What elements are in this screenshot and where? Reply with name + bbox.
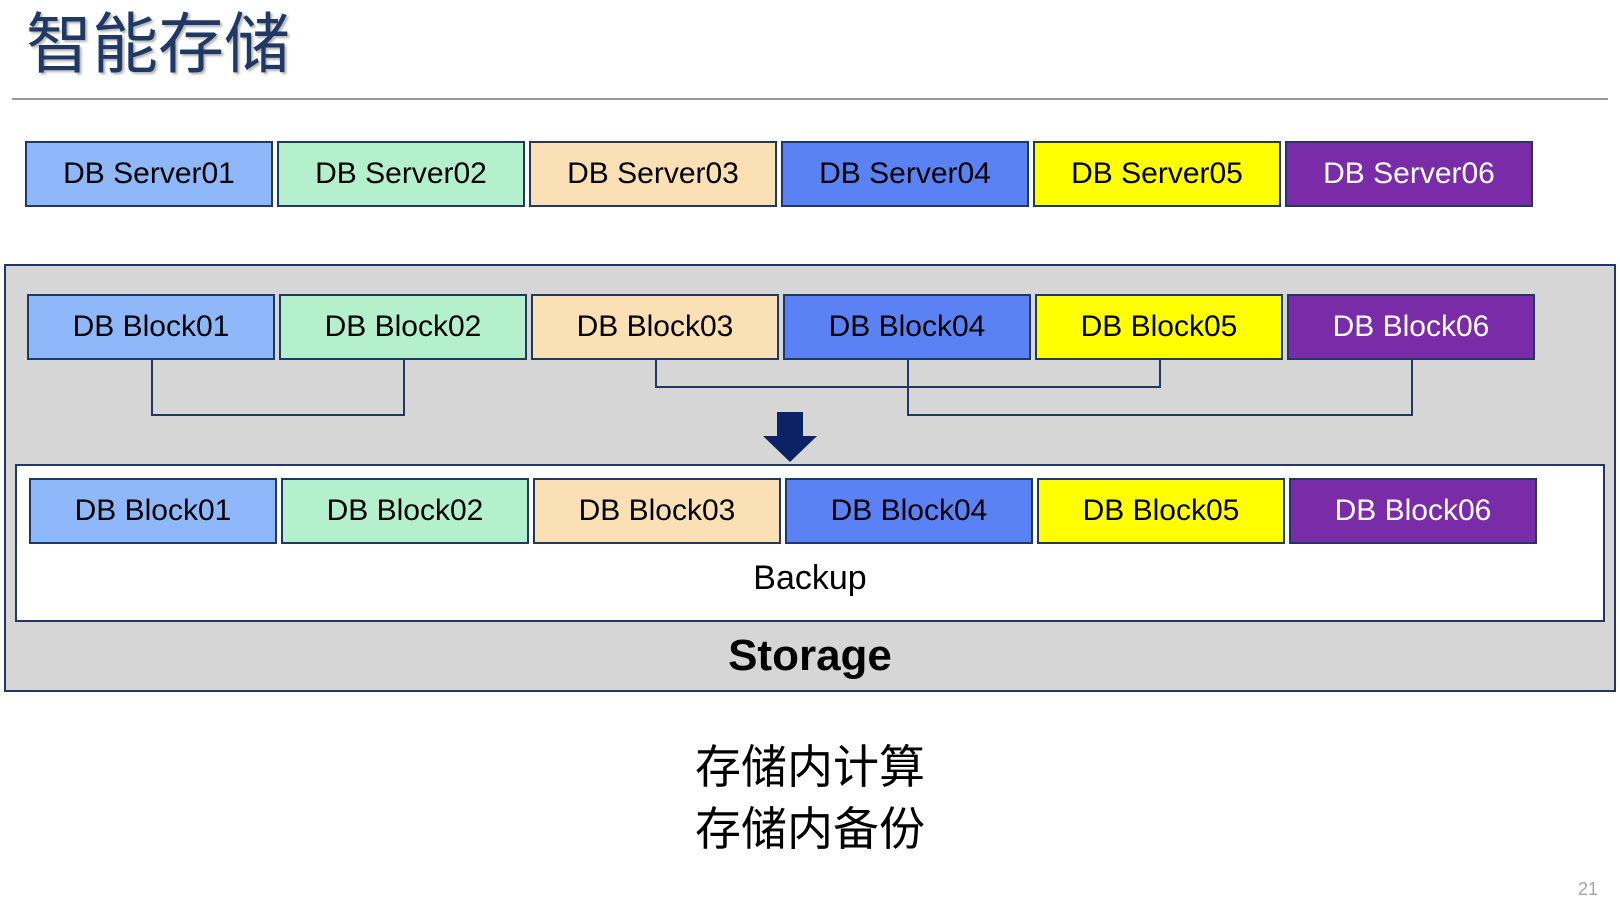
db-block-box-label: DB Block05 [1080, 310, 1238, 343]
backup-block-box-label: DB Block04 [830, 494, 988, 527]
backup-block-box-4: DB Block04 [785, 478, 1033, 544]
connector-2-leg-right [1159, 360, 1161, 386]
backup-block-box-3: DB Block03 [533, 478, 781, 544]
db-block-box-4: DB Block04 [783, 294, 1031, 360]
backup-panel: DB Block01 DB Block02 DB Block03 DB Block04… [15, 464, 1605, 622]
db-block-box-3: DB Block03 [531, 294, 779, 360]
arrow-shaft [777, 412, 803, 438]
backup-block-box-label: DB Block03 [578, 494, 736, 527]
caption-line-2: 存储内备份 [695, 803, 925, 855]
arrow-head [763, 436, 817, 462]
backup-block-box-6: DB Block06 [1289, 478, 1537, 544]
db-block-box-label: DB Block04 [828, 310, 986, 343]
db-block-box-6: DB Block06 [1287, 294, 1535, 360]
db-block-box-2: DB Block02 [279, 294, 527, 360]
caption-line-1: 存储内计算 [695, 741, 925, 793]
connector-2-leg-left [655, 360, 657, 386]
backup-block-box-label: DB Block06 [1334, 494, 1492, 527]
db-server-box-4: DB Server04 [781, 141, 1029, 207]
connector-3-bridge [907, 414, 1413, 416]
db-server-box-1: DB Server01 [25, 141, 273, 207]
db-server-box-label: DB Server05 [1071, 157, 1243, 190]
backup-db-block-row: DB Block01 DB Block02 DB Block03 DB Block04… [17, 478, 1603, 544]
db-server-box-label: DB Server06 [1323, 157, 1495, 190]
page-title: 智能存储 [26, 7, 290, 81]
db-server-box-label: DB Server01 [63, 157, 235, 190]
connector-3-leg-right [1411, 360, 1413, 414]
storage-label: Storage [728, 631, 892, 680]
backup-label: Backup [753, 559, 867, 597]
db-block-box-label: DB Block03 [576, 310, 734, 343]
db-server-box-label: DB Server02 [315, 157, 487, 190]
db-server-row: DB Server01 DB Server02 DB Server03 DB Serv… [0, 141, 1620, 207]
live-db-block-row: DB Block01 DB Block02 DB Block03 DB Block04… [6, 294, 1614, 360]
connector-3-leg-left [907, 360, 909, 414]
backup-block-box-label: DB Block01 [74, 494, 232, 527]
connector-1-leg-right [403, 360, 405, 414]
caption-block: 存储内计算存储内备份 [0, 736, 1620, 860]
title-divider [12, 98, 1608, 100]
db-block-box-label: DB Block02 [324, 310, 482, 343]
page-number: 21 [1577, 879, 1598, 899]
connector-1-bridge [151, 414, 405, 416]
db-server-box-label: DB Server03 [567, 157, 739, 190]
db-server-box-5: DB Server05 [1033, 141, 1281, 207]
backup-block-box-label: DB Block05 [1082, 494, 1240, 527]
backup-block-box-1: DB Block01 [29, 478, 277, 544]
connector-1-leg-left [151, 360, 153, 414]
db-block-box-5: DB Block05 [1035, 294, 1283, 360]
storage-container: DB Block01 DB Block02 DB Block03 DB Block04… [4, 264, 1616, 692]
backup-block-box-label: DB Block02 [326, 494, 484, 527]
backup-block-box-2: DB Block02 [281, 478, 529, 544]
merge-down-arrow-icon [763, 412, 817, 462]
db-block-box-label: DB Block01 [72, 310, 230, 343]
db-server-box-label: DB Server04 [819, 157, 991, 190]
db-server-box-2: DB Server02 [277, 141, 525, 207]
db-server-box-3: DB Server03 [529, 141, 777, 207]
db-block-box-1: DB Block01 [27, 294, 275, 360]
db-server-box-6: DB Server06 [1285, 141, 1533, 207]
db-block-box-label: DB Block06 [1332, 310, 1490, 343]
backup-block-box-5: DB Block05 [1037, 478, 1285, 544]
